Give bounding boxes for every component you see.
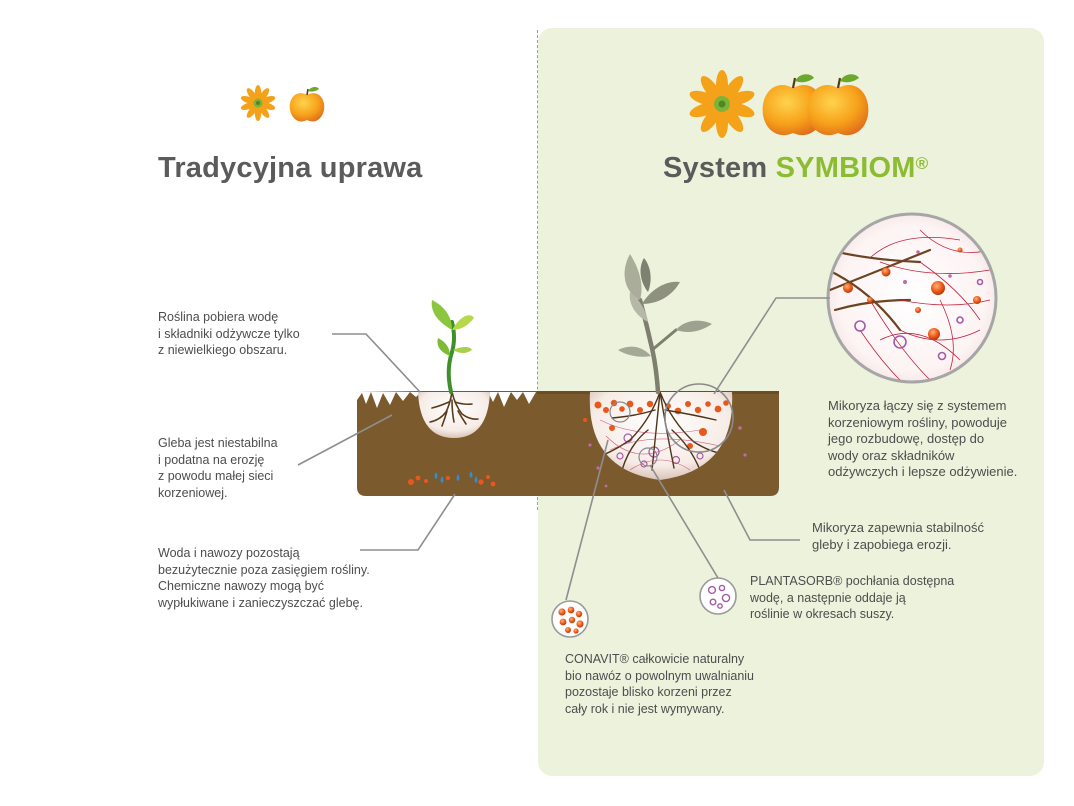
label-water-fertilizer: Woda i nawozy pozostają bezużytecznie po… xyxy=(158,546,370,610)
label-plantasorb: PLANTASORB® pochłania dostępna wodę, a n… xyxy=(750,574,955,621)
brand-name: SYMBIOM xyxy=(775,152,916,184)
water-drops xyxy=(434,471,478,483)
leached-fertilizer-dots xyxy=(408,475,496,487)
mycorrhiza-magnifier xyxy=(826,212,998,384)
symbiom-plant xyxy=(589,254,733,480)
apple-icon xyxy=(762,74,824,136)
divider-line xyxy=(537,30,538,510)
traditional-plant xyxy=(418,300,490,438)
registered-mark: ® xyxy=(915,154,929,173)
apple-icon xyxy=(289,87,325,122)
flower-icon xyxy=(689,70,755,138)
traditional-title: Tradycyjna uprawa xyxy=(158,152,423,184)
label-root-area: Roślina pobiera wodę i składniki odżywcz… xyxy=(158,310,300,357)
conavit-icon xyxy=(551,600,589,638)
zoom-rings xyxy=(609,383,734,467)
symbiom-title: System SYMBIOM® xyxy=(663,152,928,185)
leader-lines xyxy=(297,297,830,601)
label-mycorrhiza-roots: Mikoryza łączy się z systemem korzeniowy… xyxy=(828,398,1018,479)
soil-particles xyxy=(583,418,747,488)
apple-icon xyxy=(807,74,869,136)
label-soil-unstable: Gleba jest niestabilna i podatna na eroz… xyxy=(158,436,278,500)
title-prefix: System xyxy=(663,152,768,184)
label-conavit: CONAVIT® całkowicie naturalny bio nawóz … xyxy=(565,652,755,716)
label-mycorrhiza-stability: Mikoryza zapewnia stabilność gleby i zap… xyxy=(812,520,984,552)
flower-icon xyxy=(240,85,276,121)
plantasorb-icon xyxy=(699,577,737,615)
